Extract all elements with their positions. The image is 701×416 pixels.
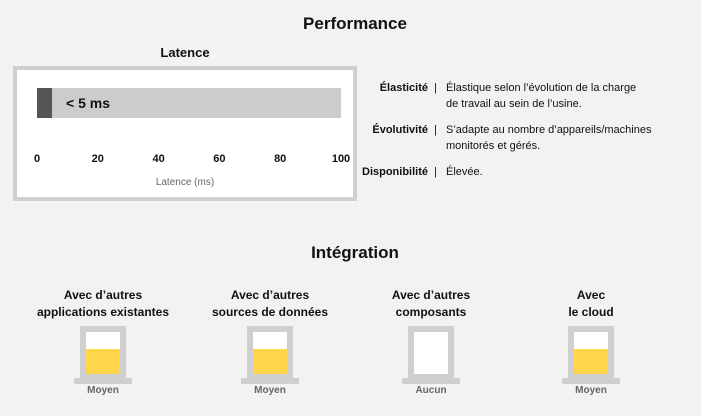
integration-label: Avec d’autres applications existantes: [23, 287, 183, 321]
integration-label-line1: Avec: [576, 288, 606, 302]
latency-axis-tick: 40: [152, 153, 165, 165]
property-value-scalability: S’adapte au nombre d’appareils/machines …: [446, 124, 652, 152]
integration-glass-icon: [402, 326, 460, 386]
integration-label-line1: Avec d’autres: [230, 288, 310, 302]
latency-bar-track: < 5 ms: [37, 88, 341, 118]
glass-fill-level: [86, 348, 120, 374]
latency-axis-tick: 60: [213, 153, 226, 165]
integration-label-line2: le cloud: [568, 305, 614, 319]
integration-label-line2: sources de données: [211, 305, 329, 319]
integration-label-line1: Avec d’autres: [391, 288, 471, 302]
property-value-elasticity: Élastique selon l’évolution de la charge…: [446, 82, 637, 110]
latency-axis-tick: 100: [331, 153, 351, 165]
property-separator: |: [434, 82, 437, 94]
glass-fill-level: [253, 348, 287, 374]
latency-title: Latence: [160, 45, 210, 60]
latency-axis-tick: 0: [33, 153, 41, 165]
property-name-elasticity: Élasticité: [379, 82, 428, 94]
latency-card: < 5 ms 0 20 40 60 80 100 Latence (ms): [13, 66, 357, 201]
integration-label-line2: applications existantes: [36, 305, 170, 319]
latency-axis-label: Latence (ms): [155, 177, 215, 188]
integration-label: Avec d’autres sources de données: [190, 287, 350, 321]
property-separator: |: [434, 166, 437, 178]
integration-level: Moyen: [254, 385, 286, 396]
integration-glass-icon: [562, 326, 620, 386]
integration-label-line1: Avec d’autres: [63, 288, 143, 302]
integration-level: Moyen: [575, 385, 607, 396]
integration-title: Intégration: [311, 243, 399, 262]
latency-bar-fill: [37, 88, 53, 118]
integration-label: Avec d’autres composants: [351, 287, 511, 321]
latency-axis-tick: 80: [274, 153, 287, 165]
integration-level: Aucun: [415, 385, 447, 396]
integration-level: Moyen: [87, 385, 119, 396]
integration-glass-icon: [241, 326, 299, 386]
latency-axis-tick: 20: [91, 153, 104, 165]
property-value-availability: Élevée.: [446, 166, 483, 178]
integration-glass-icon: [74, 326, 132, 386]
performance-title: Performance: [303, 14, 407, 33]
property-name-availability: Disponibilité: [362, 166, 428, 178]
property-separator: |: [434, 124, 437, 136]
property-name-scalability: Évolutivité: [372, 124, 428, 136]
glass-fill-level: [574, 348, 608, 374]
integration-label: Avec le cloud: [511, 287, 671, 321]
latency-value-label: < 5 ms: [66, 95, 110, 111]
integration-label-line2: composants: [395, 305, 467, 319]
